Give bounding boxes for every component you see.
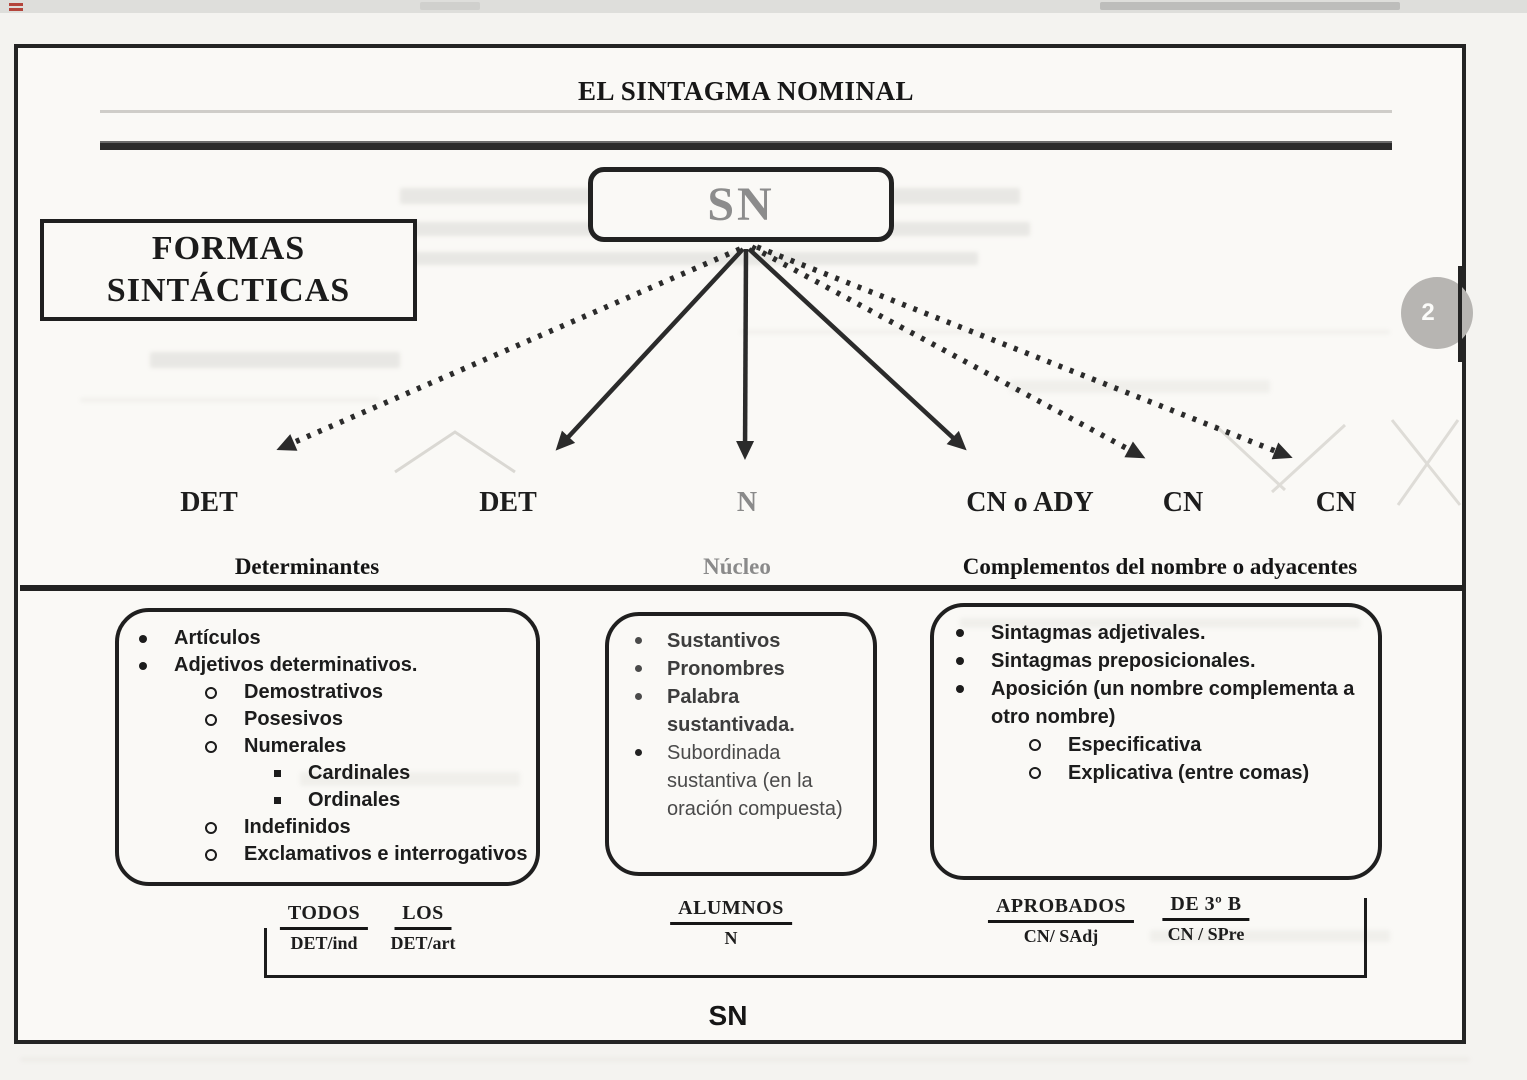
list-item: Ordinales — [119, 787, 536, 814]
branch-label-cn-2: CN — [1315, 487, 1357, 518]
bullet-icon — [956, 629, 964, 637]
circle-bullet-icon — [1029, 767, 1041, 779]
example-word-tag: N — [724, 928, 738, 948]
example-word: TODOS — [279, 902, 369, 930]
branch-label-cn-1: CN — [1162, 487, 1204, 518]
circle-bullet-icon — [205, 822, 217, 834]
red-pen-mark — [9, 8, 23, 11]
page-title: EL SINTAGMA NOMINAL — [577, 76, 915, 106]
frame-border-segment — [1458, 266, 1462, 362]
bleed-through-text — [1150, 930, 1390, 942]
branch-label-cn-o-ady: CN o ADY — [966, 487, 1094, 518]
bleed-through-line — [740, 330, 1390, 334]
bleed-through-line — [80, 398, 380, 402]
bleed-through-text — [300, 772, 520, 786]
group-heading-nucleo: Núcleo — [703, 554, 771, 579]
bleed-through-text — [960, 618, 1360, 628]
example-word-tag: DET/art — [390, 933, 456, 953]
scanner-edge-strip — [0, 0, 1527, 13]
list-item: Artículos — [119, 625, 536, 652]
nucleo-box: Sustantivos Pronombres Palabra sustantiv… — [605, 612, 877, 876]
page-number: 2 — [1421, 299, 1435, 326]
bleed-through-line — [20, 1058, 1470, 1061]
bullet-icon — [635, 693, 642, 700]
bleed-through-text — [150, 352, 400, 368]
example-bracket-right-tick — [1364, 898, 1367, 978]
title-underline-heavy — [100, 143, 1392, 150]
example-bracket-left-tick — [264, 928, 267, 978]
determinantes-box: Artículos Adjetivos determinativos. Demo… — [115, 608, 540, 886]
circle-bullet-icon — [205, 741, 217, 753]
root-node-label: SN — [707, 178, 775, 231]
list-item: Demostrativos — [119, 679, 536, 706]
example-word-los: LOS DET/art — [391, 902, 456, 954]
list-item: Exclamativos e interrogativos — [119, 841, 536, 868]
page-number-badge: 2 — [1401, 277, 1473, 349]
complementos-box: Sintagmas adjetivales. Sintagmas preposi… — [930, 603, 1382, 880]
square-bullet-icon — [274, 797, 281, 804]
bullet-icon — [956, 657, 964, 665]
circle-bullet-icon — [205, 687, 217, 699]
example-word-todos: TODOS DET/ind — [279, 902, 369, 954]
example-word: APROBADOS — [987, 895, 1135, 923]
group-heading-determinantes: Determinantes — [234, 554, 380, 579]
group-heading-complementos: Complementos del nombre o adyacentes — [962, 554, 1358, 579]
formas-sintacticas-label: FORMAS SINTÁCTICAS — [106, 229, 351, 310]
list-item: Posesivos — [119, 706, 536, 733]
example-word-tag: DET/ind — [290, 933, 358, 953]
branch-label-det-1: DET — [180, 487, 238, 518]
example-word-tag: CN/ SAdj — [1023, 926, 1099, 946]
scan-smudge — [420, 2, 480, 10]
list-item: Cardinales — [119, 760, 536, 787]
example-word-tag: CN / SPre — [1167, 924, 1245, 944]
example-word: LOS — [394, 902, 452, 930]
branch-label-n: N — [736, 487, 758, 518]
list-item: Subordinada sustantiva (en la oración co… — [609, 739, 873, 823]
list-item: Sustantivos — [609, 627, 873, 655]
example-bracket-line — [264, 975, 1367, 978]
list-item: Explicativa (entre comas) — [934, 759, 1378, 787]
section-divider-line — [20, 585, 1464, 591]
root-node-box: SN — [588, 167, 894, 242]
list-item: Numerales — [119, 733, 536, 760]
circle-bullet-icon — [1029, 739, 1041, 751]
example-word-alumnos: ALUMNOS N — [670, 897, 792, 949]
red-pen-mark — [9, 3, 23, 6]
bullet-icon — [635, 749, 642, 756]
circle-bullet-icon — [205, 714, 217, 726]
list-item: Sintagmas preposicionales. — [934, 647, 1378, 675]
circle-bullet-icon — [205, 849, 217, 861]
branch-label-det-2: DET — [479, 487, 537, 518]
scan-smudge — [1100, 2, 1400, 10]
bullet-icon — [139, 635, 147, 643]
list-item: Palabra sustantivada. — [609, 683, 873, 739]
bleed-through-text — [1010, 380, 1270, 393]
bullet-icon — [635, 665, 642, 672]
bullet-icon — [956, 685, 964, 693]
example-word: ALUMNOS — [670, 897, 792, 925]
list-item: Indefinidos — [119, 814, 536, 841]
example-word-aprobados: APROBADOS CN/ SAdj — [987, 895, 1135, 947]
list-item: Sintagmas adjetivales. — [934, 619, 1378, 647]
list-item: Adjetivos determinativos. — [119, 652, 536, 679]
list-item: Aposición (un nombre complementa a otro … — [934, 675, 1378, 731]
example-phrase-label: SN — [708, 1000, 748, 1031]
bullet-icon — [635, 637, 642, 644]
list-item: Pronombres — [609, 655, 873, 683]
formas-sintacticas-box: FORMAS SINTÁCTICAS — [40, 219, 417, 321]
example-word-de-3b: DE 3º B CN / SPre — [1162, 893, 1250, 945]
square-bullet-icon — [274, 770, 281, 777]
list-item: Especificativa — [934, 731, 1378, 759]
example-word: DE 3º B — [1162, 893, 1250, 921]
title-underline-light — [100, 110, 1392, 113]
bullet-icon — [139, 662, 147, 670]
